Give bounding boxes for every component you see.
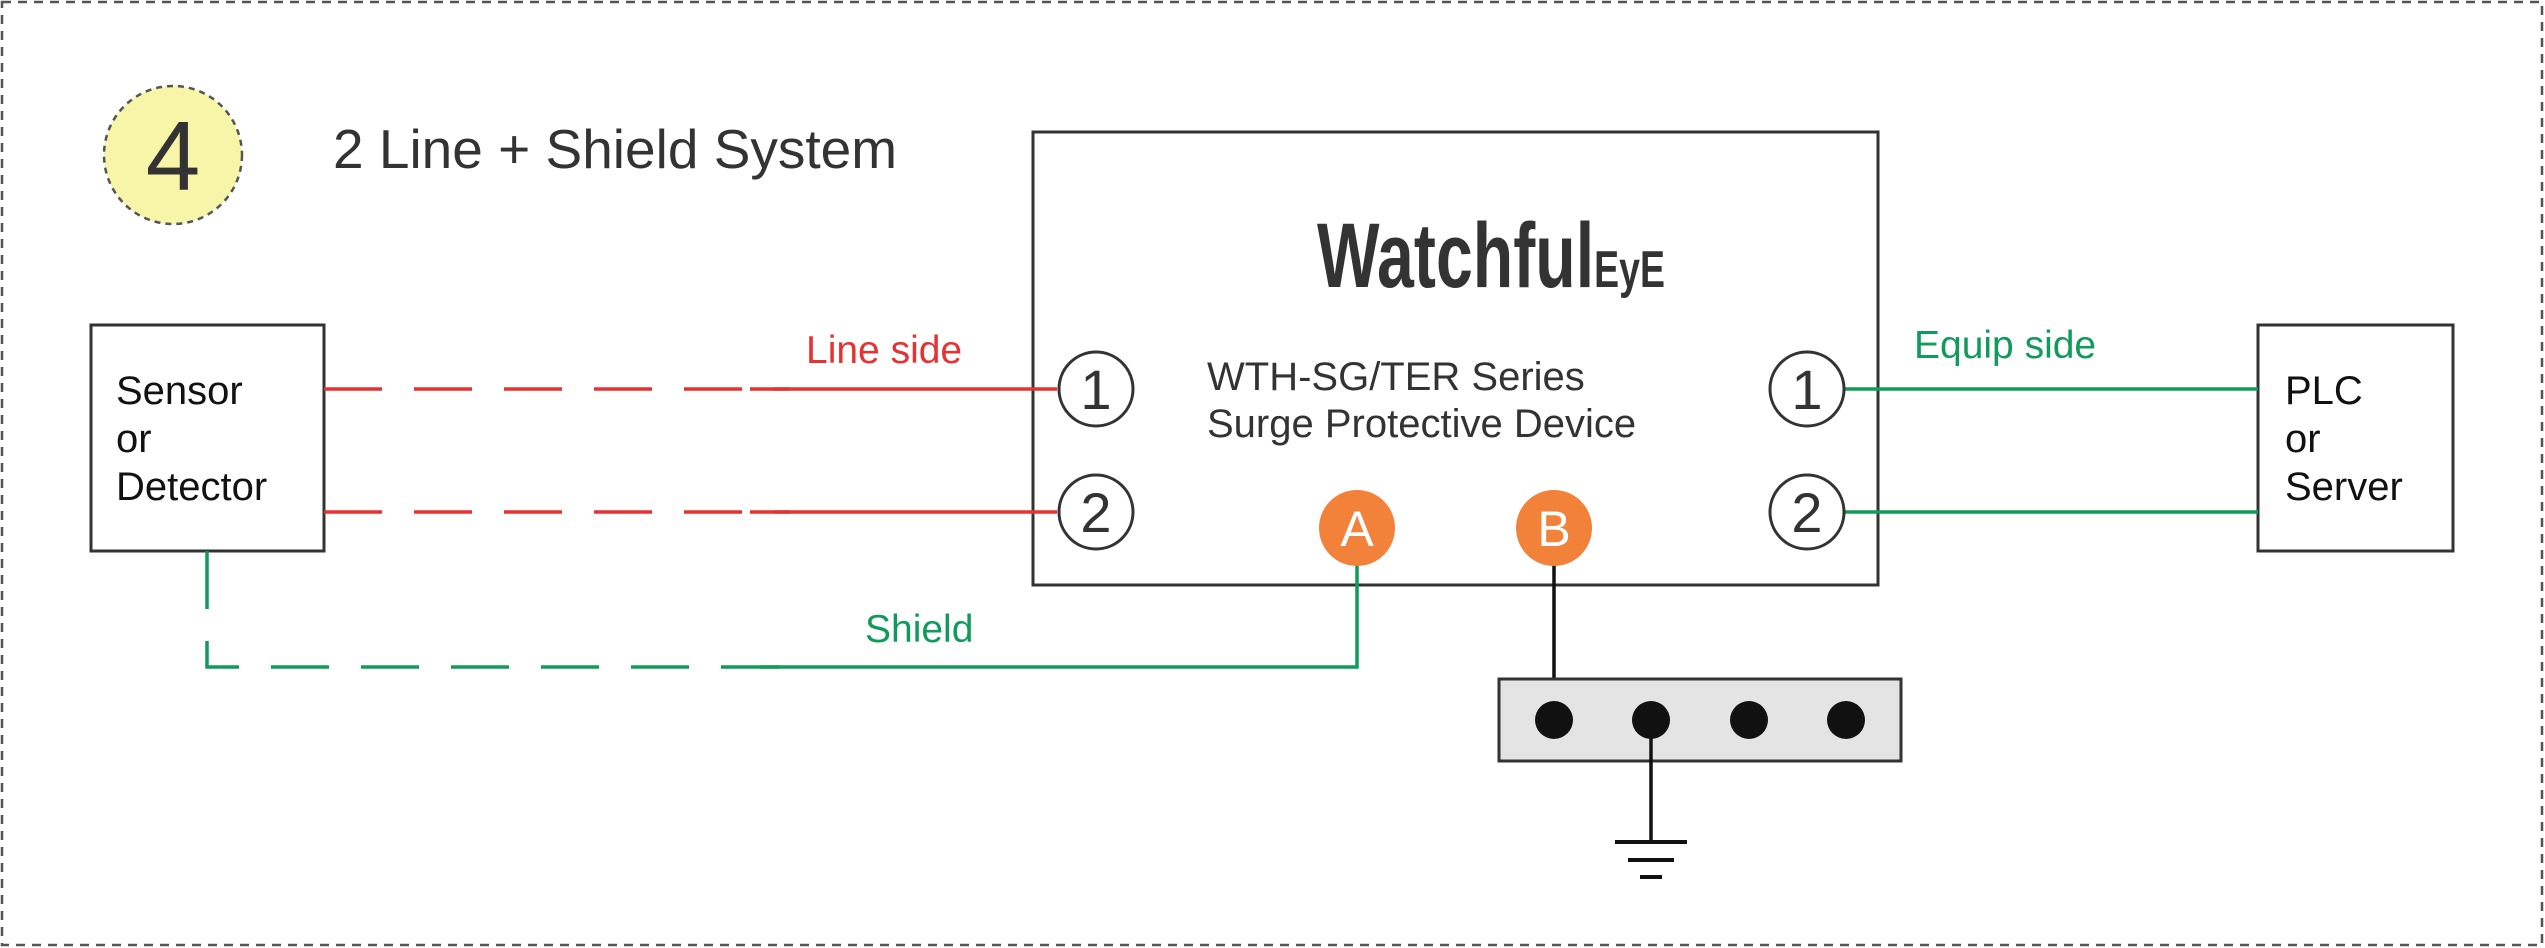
shield-label: Shield (865, 608, 973, 651)
diagram-title: 2 Line + Shield System (333, 118, 897, 180)
step-badge: 4 (102, 84, 244, 226)
spd-description-label: Surge Protective Device (1207, 402, 1636, 446)
step-number: 4 (146, 101, 201, 211)
terminal-a: A (1319, 490, 1395, 566)
svg-text:B: B (1537, 501, 1570, 557)
plc-label-line1: PLC (2285, 369, 2363, 413)
svg-text:WatchfulEyE: WatchfulEyE (1317, 203, 1665, 306)
svg-text:1: 1 (1080, 358, 1111, 421)
terminal-b: B (1516, 490, 1592, 566)
plc-label-line2: or (2285, 417, 2321, 461)
spd-device-box (1031, 130, 1880, 587)
svg-text:1: 1 (1791, 358, 1822, 421)
earth-ground-icon (1615, 720, 1687, 879)
sensor-label-line3: Detector (116, 465, 267, 509)
svg-text:2: 2 (1791, 481, 1822, 544)
line-side-label: Line side (806, 329, 962, 372)
watchful-eye-logo: WatchfulEyE (1317, 203, 1665, 306)
svg-text:A: A (1340, 501, 1374, 557)
sensor-box: Sensor or Detector (89, 323, 326, 553)
equip-terminal-1: 1 (1768, 350, 1846, 428)
svg-text:2: 2 (1080, 481, 1111, 544)
shield-wire-solid (760, 560, 1359, 669)
plc-label-line3: Server (2285, 465, 2403, 509)
equip-side-label: Equip side (1914, 324, 2096, 367)
sensor-label-line2: or (116, 417, 152, 461)
plc-box: PLC or Server (2256, 323, 2455, 553)
spd-series-label: WTH-SG/TER Series (1207, 355, 1585, 399)
sensor-label-line1: Sensor (116, 369, 243, 413)
line-terminal-2: 2 (1057, 473, 1135, 551)
equip-terminal-2: 2 (1768, 473, 1846, 551)
shield-wire-dashed (205, 551, 790, 669)
line-terminal-1: 1 (1057, 350, 1135, 428)
ground-bar (1497, 677, 1903, 763)
